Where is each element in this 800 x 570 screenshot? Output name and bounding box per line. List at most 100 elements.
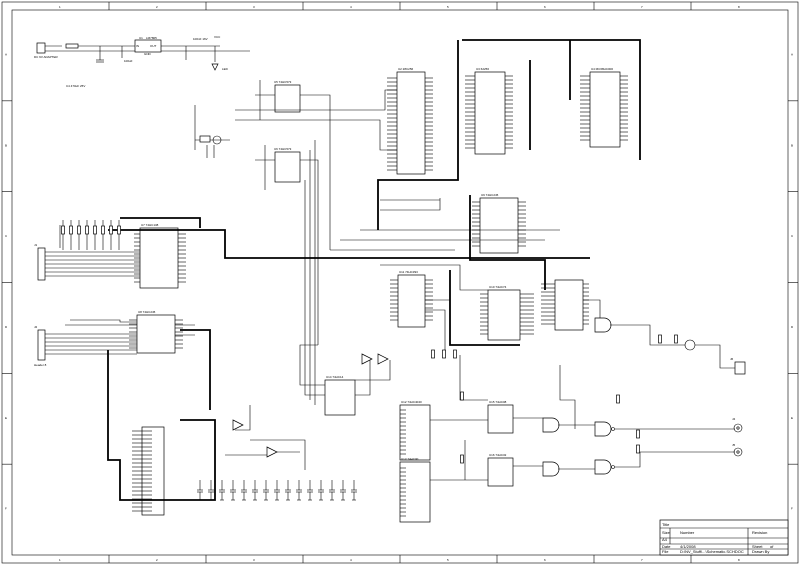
cap-3-label: 100nF 16V <box>193 37 208 41</box>
svg-text:B: B <box>5 143 7 147</box>
svg-text:IN: IN <box>136 44 139 48</box>
svg-text:E: E <box>5 416 7 420</box>
title-label: Title <box>662 522 670 527</box>
cap-c4-label: C4 470uF 25V <box>66 84 85 88</box>
svg-text:3: 3 <box>253 5 255 9</box>
svg-text:F: F <box>5 507 7 511</box>
ic-u4-cpu <box>396 71 426 175</box>
svg-text:Header 8: Header 8 <box>34 363 47 367</box>
size-label: Size <box>662 530 671 535</box>
ic-u8-buffer <box>479 197 519 254</box>
inverter-3 <box>232 419 244 431</box>
inverter-2 <box>377 353 389 365</box>
svg-text:7: 7 <box>641 5 643 9</box>
connector-j1: J1 <box>34 243 46 281</box>
svg-text:J1: J1 <box>34 243 38 247</box>
ic-label: U9 74HC245 <box>481 193 499 197</box>
svg-text:F: F <box>791 507 793 511</box>
connector-j2: J2 Header 8 <box>34 325 47 367</box>
date-label: Date <box>662 544 671 549</box>
inverter-4 <box>266 446 278 458</box>
svg-text:J5: J5 <box>732 443 736 447</box>
file-label: File <box>662 549 669 554</box>
number-label: Number <box>680 530 695 535</box>
ic-u7-decoder <box>139 227 179 289</box>
ic-label: U15 74HC08 <box>489 400 507 404</box>
ic-label: U8 74HC245 <box>138 310 156 314</box>
nand-gate-3 <box>594 317 612 333</box>
led-icon <box>211 63 219 71</box>
svg-text:1: 1 <box>59 558 61 562</box>
svg-text:6: 6 <box>544 558 546 562</box>
inverter-1 <box>361 353 373 365</box>
svg-text:C: C <box>791 234 794 238</box>
ic-label: U5 74HC573 <box>274 80 292 84</box>
ic-u3-sram <box>589 71 621 148</box>
svg-text:A: A <box>5 52 7 56</box>
ic-label: U4 MC68HC000 <box>591 67 613 71</box>
sheet-value: of <box>770 544 774 549</box>
svg-text:1: 1 <box>59 5 61 9</box>
svg-text:6: 6 <box>544 5 546 9</box>
audio-jack: J6 <box>730 357 746 375</box>
regulator-part: LM7805 <box>146 36 157 40</box>
svg-text:B: B <box>791 143 793 147</box>
led-label: LED <box>222 67 229 71</box>
ic-label: U2 28C256 <box>398 67 414 71</box>
revision-label: Revision <box>752 530 767 535</box>
svg-text:J4: J4 <box>732 417 736 421</box>
reset-circuit <box>194 105 230 158</box>
ic-label: U12 74HC4040 <box>401 400 422 404</box>
nand-gate-2 <box>594 459 615 475</box>
fuse <box>65 43 79 49</box>
svg-text:J6: J6 <box>730 357 734 361</box>
sheet-label: Sheet <box>752 544 763 549</box>
rca-connector-1: J4 <box>732 417 743 433</box>
ic-u13-ff <box>487 404 514 487</box>
nand-gate-1 <box>594 421 615 437</box>
ic-u5-latch <box>397 274 426 328</box>
svg-text:J2: J2 <box>34 325 38 329</box>
ic-label: U7 74HC138 <box>141 223 159 227</box>
svg-text:A: A <box>791 52 793 56</box>
file-value: D:\NV_Stuff\...\Schematic.SCHDOC <box>680 549 744 554</box>
vcc-label: VCC <box>214 35 221 39</box>
power-supply: DC 9V ADAPTER C4 470uF 25V 100uF U1 LM78… <box>34 35 250 88</box>
ic-u6-latch <box>136 314 176 354</box>
svg-text:8: 8 <box>738 5 740 9</box>
ic-label: U6 74HC573 <box>274 147 292 151</box>
svg-text:C: C <box>5 234 8 238</box>
cap-2-label: 100uF <box>124 59 133 63</box>
output-transistor <box>684 339 696 351</box>
size-value: A4 <box>662 537 668 542</box>
svg-text:5: 5 <box>447 5 449 9</box>
ic-label: U14 74HC14 <box>326 375 344 379</box>
dc-jack-label: DC 9V ADAPTER <box>34 55 59 59</box>
ic-label: U3 62256 <box>476 67 489 71</box>
flipflop-u10b <box>255 145 319 345</box>
svg-text:8: 8 <box>738 558 740 562</box>
svg-text:2: 2 <box>156 558 158 562</box>
svg-text:E: E <box>791 416 793 420</box>
dc-jack <box>36 42 46 54</box>
transistor-icon <box>212 135 222 145</box>
svg-text:2: 2 <box>156 5 158 9</box>
and-gate-1 <box>542 417 560 433</box>
svg-text:7: 7 <box>641 558 643 562</box>
ic-u2-eeprom <box>474 71 506 155</box>
regulator-ref: U1 <box>139 36 143 40</box>
ic-u12-counter <box>324 379 356 416</box>
svg-text:OUT: OUT <box>150 44 157 48</box>
ic-label: U10 74HC74 <box>489 285 507 289</box>
svg-text:5: 5 <box>447 558 449 562</box>
svg-text:D: D <box>791 325 794 329</box>
svg-text:D: D <box>5 325 8 329</box>
flipflop-u10a <box>255 80 331 250</box>
svg-text:4: 4 <box>350 558 352 562</box>
and-gate-2 <box>542 461 560 477</box>
ic-label: U11 74HC393 <box>399 270 418 274</box>
